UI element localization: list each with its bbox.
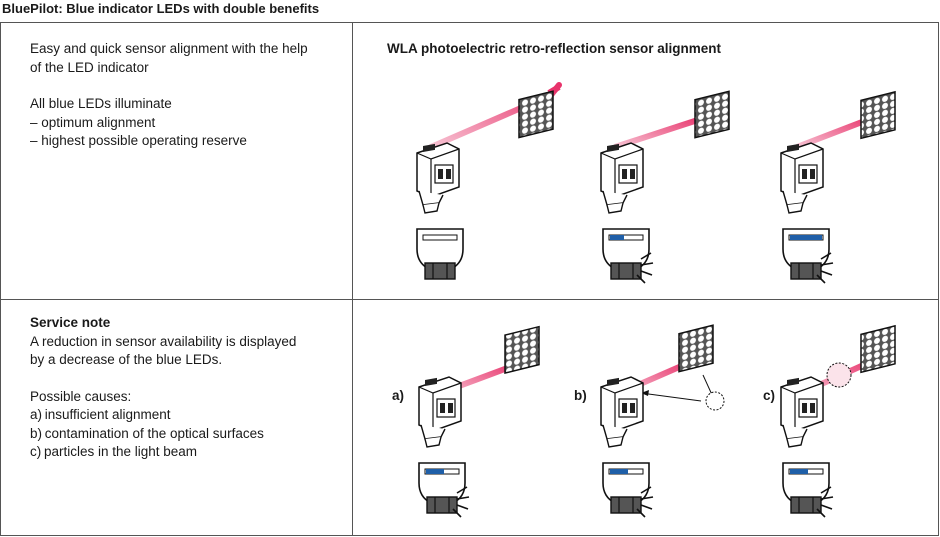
sensor-illustrations — [416, 82, 896, 518]
particles-icon — [826, 362, 852, 388]
led-indicator — [610, 235, 624, 240]
sensor-icon — [416, 142, 460, 214]
label-c: c) — [763, 388, 776, 403]
sensor-icon — [418, 376, 462, 448]
service-note: Service note A reduction in sensor avail… — [30, 314, 296, 462]
label-b: b) — [574, 388, 587, 403]
reflector — [504, 325, 540, 375]
text-line: Easy and quick sensor alignment with the… — [30, 41, 308, 56]
alignment-description: Easy and quick sensor alignment with the… — [30, 40, 308, 151]
text-line: All blue LEDs illuminate — [30, 96, 172, 111]
light-beam — [614, 114, 708, 150]
led-indicator — [610, 469, 628, 474]
text-line: of the LED indicator — [30, 59, 149, 75]
cause-item: c) particles in the light beam — [30, 444, 198, 459]
text-line: – optimum alignment — [30, 114, 156, 130]
column-divider — [352, 23, 353, 535]
reflector — [518, 90, 554, 139]
led-indicator — [426, 469, 444, 474]
reflector — [860, 90, 896, 140]
reflector — [694, 90, 730, 139]
label-a: a) — [392, 388, 405, 403]
cause-item: a) insufficient alignment — [30, 407, 171, 422]
sensor-icon — [600, 376, 644, 448]
led-indicator — [790, 235, 822, 240]
reflector — [678, 324, 714, 373]
text-line: – highest possible operating reserve — [30, 133, 247, 148]
sensor-icon — [600, 142, 644, 214]
sensor-icon — [780, 376, 824, 448]
sensor-front-icon — [416, 228, 464, 280]
cause-item: b) contamination of the optical surfaces — [30, 425, 264, 441]
service-note-heading: Service note — [30, 315, 111, 330]
page-title: BluePilot: Blue indicator LEDs with doub… — [2, 1, 320, 16]
text-line: A reduction in sensor availability is di… — [30, 333, 297, 349]
text-line: Possible causes: — [30, 388, 132, 404]
text-line: by a decrease of the blue LEDs. — [30, 352, 223, 367]
figure-table: Easy and quick sensor alignment with the… — [0, 22, 939, 536]
figure-heading: WLA photoelectric retro-reflection senso… — [387, 41, 722, 56]
reflector — [860, 324, 896, 374]
row-divider — [1, 299, 938, 300]
led-indicator — [790, 469, 808, 474]
sensor-icon — [780, 142, 824, 214]
contamination-icon — [705, 391, 725, 411]
